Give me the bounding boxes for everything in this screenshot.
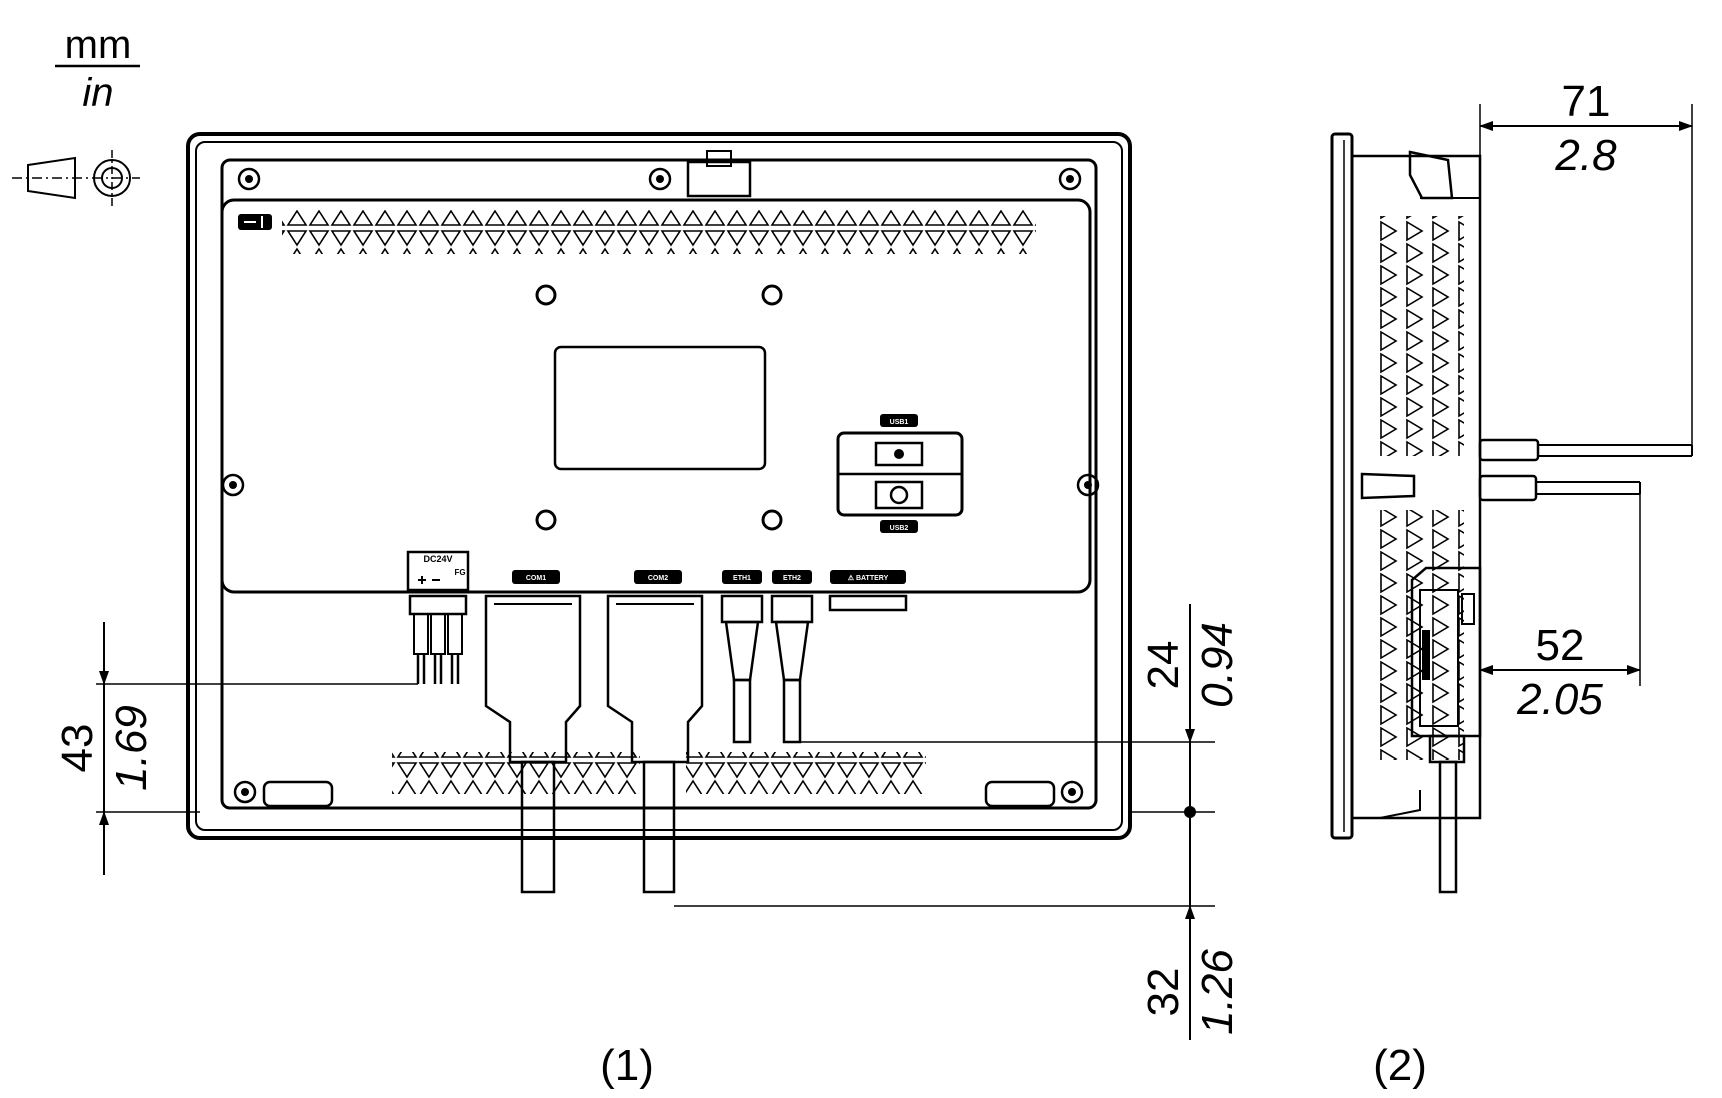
- dim-depth-mm: 71: [1562, 77, 1611, 126]
- dim-power-in: 1.69: [107, 705, 156, 791]
- screw-icon: [221, 167, 1100, 804]
- vent-grille-top: [282, 210, 1036, 254]
- top-clip: [686, 160, 752, 198]
- side-view: (2): [1330, 132, 1693, 1090]
- dim-com-in: 1.26: [1193, 949, 1242, 1035]
- unit-legend: mm in: [55, 23, 140, 115]
- vent-grille-bottom-left: [392, 752, 640, 794]
- usb2-label: USB2: [890, 525, 909, 532]
- dimension-com-clearance: 32 1.26: [674, 812, 1242, 1040]
- mounting-hole-icon: [535, 284, 783, 531]
- dimension-power-height: 43 1.69: [53, 622, 418, 875]
- dimension-depth-total: 71 2.8: [1479, 77, 1693, 445]
- dim-depth-in: 2.8: [1554, 131, 1617, 180]
- com2-connector: COM2: [606, 570, 704, 894]
- usb-port-group: USB1 USB2: [836, 414, 964, 533]
- rear-housing: [220, 158, 1098, 810]
- projection-symbol-icon: [12, 150, 140, 206]
- dim-cable-in: 2.05: [1516, 675, 1603, 724]
- power-fg-label: FG: [454, 568, 465, 577]
- usb1-label: USB1: [890, 419, 909, 426]
- side-vent-bottom: [1372, 510, 1464, 760]
- foot-left: [262, 780, 334, 808]
- eth2-label: ETH2: [783, 575, 801, 582]
- bezel-inner: [195, 141, 1123, 831]
- dimension-eth-clearance: 24 0.94: [792, 604, 1242, 818]
- dim-eth-in: 0.94: [1193, 622, 1242, 708]
- com2-label: COM2: [648, 575, 668, 582]
- com1-connector: COM1: [484, 570, 582, 894]
- view-label-side: (2): [1373, 1041, 1427, 1090]
- battery-label: ⚠ BATTERY: [848, 574, 889, 582]
- dim-com-mm: 32: [1139, 968, 1188, 1017]
- rear-view: USB1 USB2 DC24V FG: [186, 132, 1132, 1090]
- vent-grille-bottom-right: [686, 752, 926, 794]
- back-cover: [220, 198, 1092, 594]
- side-vent-top: [1372, 216, 1464, 456]
- com2-cable: [642, 760, 676, 894]
- unit-in: in: [82, 71, 113, 115]
- side-bezel: [1330, 132, 1354, 840]
- dim-eth-mm: 24: [1139, 641, 1188, 690]
- battery-cover: ⚠ BATTERY: [828, 570, 908, 612]
- bezel-outer: [186, 132, 1132, 840]
- foot-right: [984, 780, 1056, 808]
- usb2-port: [874, 480, 924, 510]
- label-area: [553, 345, 767, 471]
- ethernet-ports: ETH1 ETH2: [720, 570, 814, 744]
- dim-cable-mm: 52: [1536, 621, 1585, 670]
- power-label: DC24V: [423, 554, 452, 564]
- side-cable: [1438, 760, 1458, 894]
- dimension-depth-cable: 52 2.05: [1479, 494, 1641, 724]
- usb1-port: [874, 441, 924, 467]
- eth1-label: ETH1: [733, 575, 751, 582]
- dim-power-mm: 43: [53, 724, 102, 773]
- view-label-rear: (1): [600, 1041, 654, 1090]
- unit-mm: mm: [65, 23, 132, 67]
- com1-label: COM1: [526, 575, 546, 582]
- power-terminal: DC24V FG: [406, 550, 470, 684]
